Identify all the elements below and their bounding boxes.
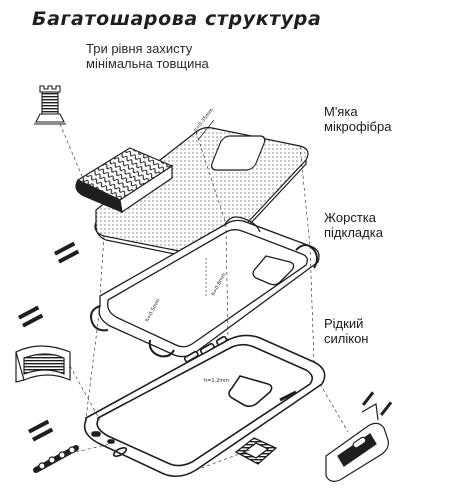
construction-lines [59, 123, 349, 471]
subtitle-line-1: Три рівня захисту [86, 41, 193, 56]
fiber-brush-icon [75, 147, 174, 214]
svg-text:h=1.2mm: h=1.2mm [204, 378, 229, 384]
subtitle-line-2: мінімальна товщина [86, 56, 209, 71]
cross-section-icon [15, 345, 71, 383]
camera-lens-cover-icon [234, 437, 278, 465]
layer-label-silicone: Рідкий силікон [324, 316, 369, 346]
button-cluster-icon [33, 445, 79, 473]
layer-label-microfiber: М'яка мікрофібра [324, 104, 392, 134]
dimension-tags [17, 241, 393, 442]
side-button-detail-icon [325, 403, 389, 482]
page-title: Багатошарова структура [32, 8, 322, 30]
subtitle: Три рівня захисту мінімальна товщина [86, 41, 209, 71]
tower-icon [34, 85, 66, 125]
hard-shell-layer-icon: h=0.8mm h=0.5mm [90, 216, 320, 358]
layer-label-hard-shell: Жорстка підкладка [324, 210, 383, 240]
silicone-layer-icon: h=1.2mm [83, 334, 326, 478]
